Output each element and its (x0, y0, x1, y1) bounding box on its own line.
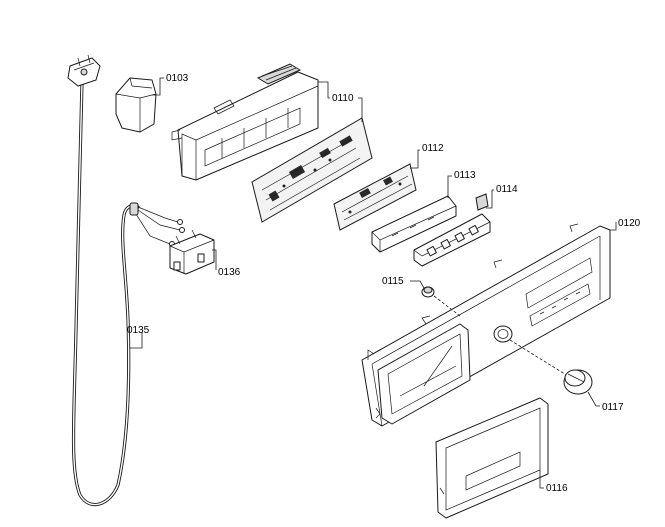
callout-0136: 0136 (218, 267, 241, 278)
callout-0113: 0113 (454, 170, 476, 181)
part-0112-pcb (333, 163, 417, 231)
part-0110-pcb (251, 117, 373, 223)
power-cord (67, 54, 185, 507)
leader-lines (130, 77, 617, 489)
callout-labels: 0103 0110 0112 0113 0114 0120 0115 0136 … (127, 73, 641, 494)
part-0116 (435, 397, 549, 519)
callout-0135: 0135 (127, 325, 150, 336)
part-0114 (413, 193, 491, 267)
part-0136 (169, 229, 215, 275)
callout-0115: 0115 (382, 276, 404, 287)
callout-0103: 0103 (166, 73, 189, 84)
callout-0120: 0120 (618, 218, 641, 229)
part-0120 (361, 223, 611, 427)
callout-0112: 0112 (422, 143, 444, 154)
part-0115 (421, 286, 461, 317)
callout-0116: 0116 (546, 483, 568, 494)
part-0117 (509, 339, 593, 395)
part-0103 (115, 77, 157, 133)
callout-0110: 0110 (332, 93, 354, 104)
callout-0117: 0117 (602, 402, 624, 413)
callout-0114: 0114 (496, 184, 518, 195)
part-0110 (171, 63, 319, 181)
